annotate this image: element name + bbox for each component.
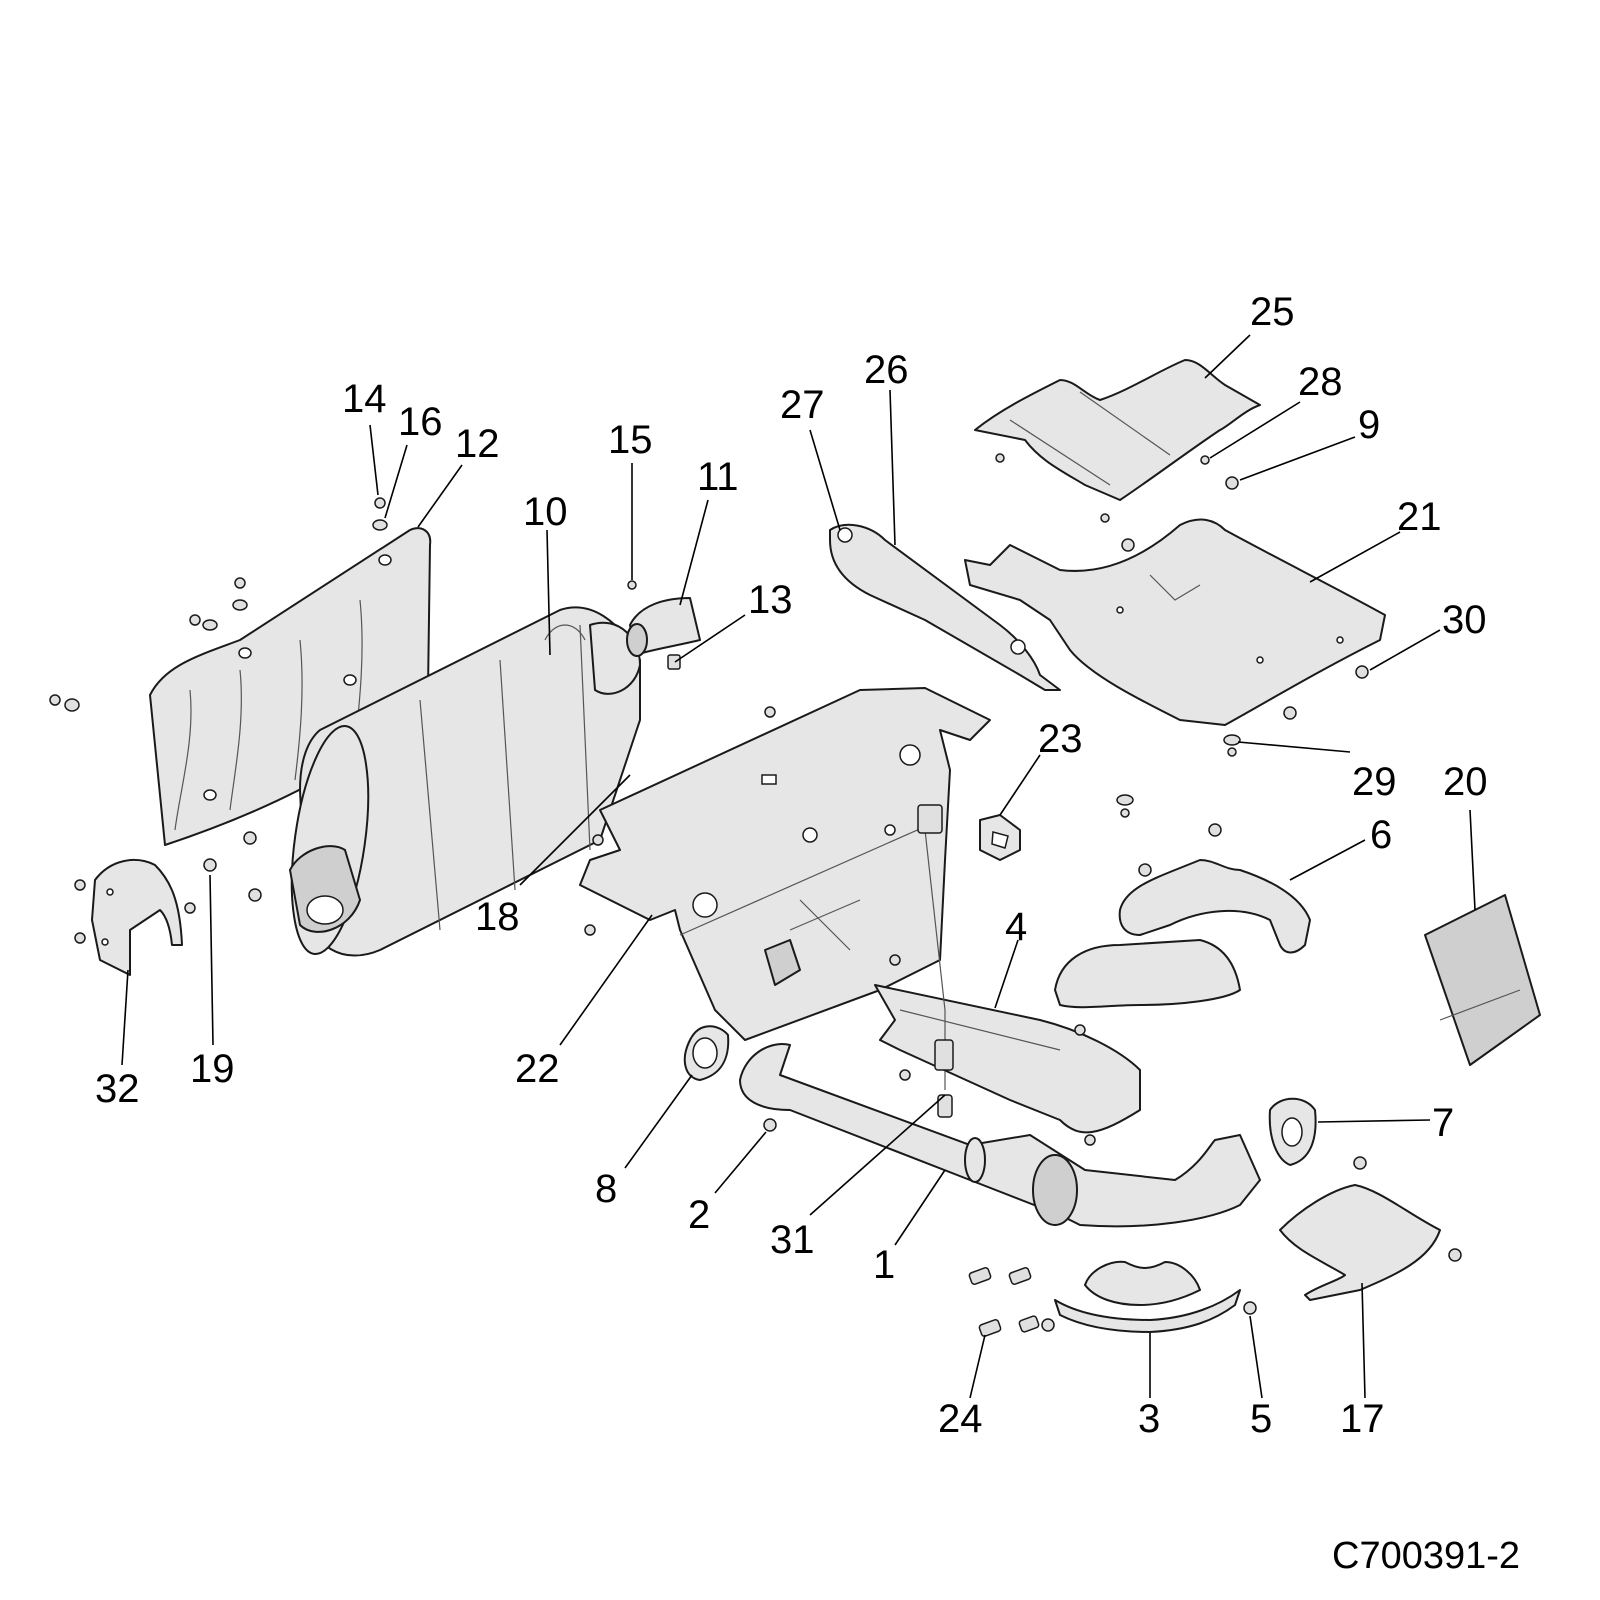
bracket-23: [979, 814, 1021, 861]
callout-14: 14: [342, 377, 387, 421]
clamp-11: [626, 597, 701, 657]
callout-25: 25: [1250, 290, 1295, 334]
callout-15: 15: [608, 418, 653, 462]
callout-32: 32: [95, 1067, 140, 1111]
callout-11: 11: [697, 455, 739, 499]
heat-shield-12: [149, 527, 432, 846]
callout-27: 27: [780, 383, 825, 427]
callout-3: 3: [1138, 1397, 1160, 1441]
callout-5: 5: [1250, 1397, 1272, 1441]
callout-12: 12: [455, 422, 500, 466]
callout-20: 20: [1443, 760, 1488, 804]
callout-labels: 1 2 3 4 5 6 7 8 9 10 11 12 13 14 15 16 1…: [95, 290, 1488, 1441]
diagram-code: C700391-2: [1332, 1535, 1520, 1577]
shield-21: [964, 518, 1386, 726]
callout-10: 10: [523, 490, 568, 534]
gasket-7: [1268, 1097, 1317, 1166]
callout-28: 28: [1298, 360, 1343, 404]
callout-24: 24: [938, 1397, 983, 1441]
callout-6: 6: [1370, 813, 1392, 857]
plate-20: [1424, 894, 1541, 1066]
callout-9: 9: [1358, 403, 1380, 447]
callout-4: 4: [1005, 905, 1027, 949]
callout-26: 26: [864, 348, 909, 392]
callout-7: 7: [1432, 1101, 1454, 1145]
shield-17: [1279, 1184, 1441, 1301]
callout-1: 1: [873, 1243, 895, 1287]
shield-6: [1054, 859, 1311, 1009]
fasteners: [49, 453, 1462, 1337]
callout-22: 22: [515, 1047, 560, 1091]
callout-17: 17: [1340, 1397, 1385, 1441]
callout-21: 21: [1397, 495, 1442, 539]
callout-29: 29: [1352, 760, 1397, 804]
callout-31: 31: [770, 1218, 815, 1262]
callout-23: 23: [1038, 717, 1083, 761]
shield-32: [91, 859, 183, 976]
shield-25: [974, 359, 1261, 501]
bolt-13: [667, 654, 681, 670]
callout-8: 8: [595, 1167, 617, 1211]
leader-lines: [121, 334, 1476, 1399]
clamp-3: [1054, 1260, 1241, 1333]
callout-18: 18: [475, 895, 520, 939]
callout-2: 2: [688, 1193, 710, 1237]
callout-30: 30: [1442, 598, 1487, 642]
callout-13: 13: [748, 578, 793, 622]
muffler-10: [289, 606, 641, 957]
exhaust-pipe-1: [739, 1043, 1261, 1228]
callout-16: 16: [398, 400, 443, 444]
callout-19: 19: [190, 1047, 235, 1091]
shield-26: [829, 523, 1061, 691]
gasket-8: [683, 1025, 730, 1081]
